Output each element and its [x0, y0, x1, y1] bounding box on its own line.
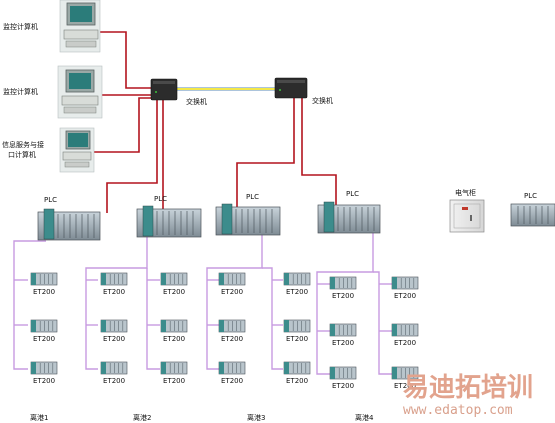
et200-label: ET200 [286, 288, 308, 296]
label-plc-1: PLC [44, 196, 57, 204]
et200-module[interactable]: ET200 [30, 361, 58, 385]
label-monitor-computer-1: 监控计算机 [3, 22, 38, 31]
et200-module[interactable]: ET200 [100, 272, 128, 296]
watermark-text: 易迪拓培训 [403, 373, 533, 403]
et200-label: ET200 [103, 335, 125, 343]
et200-label: ET200 [221, 377, 243, 385]
label-standalone-plc: PLC [524, 192, 537, 200]
et200-module[interactable]: ET200 [218, 319, 246, 343]
label-info-computer-line1: 信息服务与接 [2, 140, 44, 149]
et200-module[interactable]: ET200 [391, 323, 419, 347]
et200-label: ET200 [394, 339, 416, 347]
et200-module[interactable]: ET200 [30, 319, 58, 343]
label-info-computer-line2: 口计算机 [8, 150, 36, 159]
et200-label: ET200 [33, 377, 55, 385]
label-switch-1: 交换机 [186, 97, 207, 106]
label-electrical-cabinet: 电气柜 [455, 188, 476, 197]
link-pc3-switch1 [92, 97, 152, 153]
et200-label: ET200 [163, 335, 185, 343]
et200-module[interactable]: ET200 [391, 276, 419, 300]
watermark-url: www.edatop.com [403, 403, 513, 418]
et200-module[interactable]: ET200 [218, 361, 246, 385]
plc-rack-1[interactable] [37, 208, 101, 241]
link-pc1-switch1 [100, 31, 152, 89]
monitor-computer-1[interactable] [59, 0, 101, 53]
ethernet-links [92, 31, 337, 213]
et200-module[interactable]: ET200 [160, 361, 188, 385]
et200-label: ET200 [394, 292, 416, 300]
et200-module[interactable]: ET200 [283, 319, 311, 343]
et200-label: ET200 [332, 292, 354, 300]
switch-1[interactable] [150, 78, 178, 101]
monitor-computer-2[interactable] [57, 65, 103, 119]
et200-label: ET200 [332, 382, 354, 390]
standalone-plc[interactable] [510, 203, 555, 227]
et200-module[interactable]: ET200 [100, 319, 128, 343]
label-monitor-computer-2: 监控计算机 [3, 87, 38, 96]
info-service-computer[interactable] [59, 127, 95, 173]
plc-rack-4[interactable] [317, 201, 381, 234]
label-switch-2: 交换机 [312, 96, 333, 105]
et200-label: ET200 [163, 377, 185, 385]
label-plc-3: PLC [246, 193, 259, 201]
et200-label: ET200 [286, 377, 308, 385]
et200-label: ET200 [103, 288, 125, 296]
et200-label: ET200 [221, 288, 243, 296]
et200-label: ET200 [394, 382, 416, 390]
et200-module[interactable]: ET200 [329, 366, 357, 390]
pool-label-2: 离港2 [133, 413, 151, 422]
et200-label: ET200 [33, 288, 55, 296]
et200-module[interactable]: ET200 [218, 272, 246, 296]
et200-module[interactable]: ET200 [160, 272, 188, 296]
et200-module[interactable]: ET200 [283, 361, 311, 385]
et200-label: ET200 [286, 335, 308, 343]
et200-modules: ET200ET200ET200ET200ET200ET200ET200ET200… [30, 272, 419, 390]
et200-label: ET200 [163, 288, 185, 296]
switch-2[interactable] [274, 77, 308, 99]
et200-label: ET200 [33, 335, 55, 343]
et200-label: ET200 [221, 335, 243, 343]
label-plc-4: PLC [346, 190, 359, 198]
pool-label-4: 离港4 [355, 413, 374, 422]
et200-module[interactable]: ET200 [160, 319, 188, 343]
et200-label: ET200 [332, 339, 354, 347]
label-plc-2: PLC [154, 195, 167, 203]
profibus-links [13, 232, 392, 375]
et200-module[interactable]: ET200 [391, 366, 419, 390]
et200-module[interactable]: ET200 [329, 323, 357, 347]
link-switch2-plc3 [236, 98, 295, 209]
et200-module[interactable]: ET200 [30, 272, 58, 296]
link-switch1-plc1 [106, 100, 158, 213]
et200-label: ET200 [103, 377, 125, 385]
pool-label-3: 离港3 [247, 413, 265, 422]
et200-module[interactable]: ET200 [329, 276, 357, 300]
link-switch2-plc4 [301, 98, 337, 207]
plc-rack-3[interactable] [215, 203, 281, 236]
et200-module[interactable]: ET200 [283, 272, 311, 296]
electrical-cabinet[interactable] [449, 199, 485, 233]
et200-module[interactable]: ET200 [100, 361, 128, 385]
plc-rack-2[interactable] [136, 205, 202, 238]
pool-label-1: 离港1 [30, 413, 48, 422]
